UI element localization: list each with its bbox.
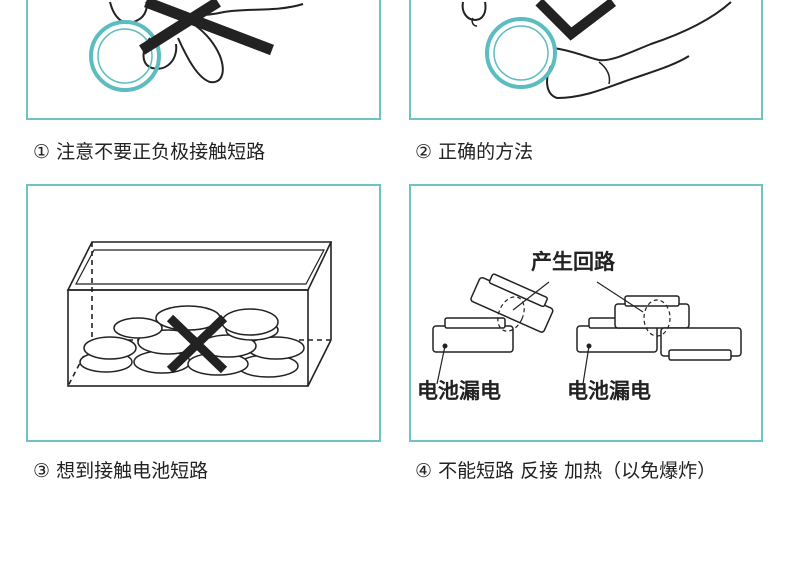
- caption-3: ③ 想到接触电池短路: [33, 460, 209, 482]
- leakage-label-right: 电池漏电: [567, 379, 651, 403]
- leakage-label-left: 电池漏电: [417, 379, 501, 403]
- battery-leakage-diagram: 产生回路 电池漏电 电池: [417, 250, 742, 403]
- check-mark-icon: [535, 0, 617, 41]
- x-mark-icon: [166, 314, 228, 374]
- caption-4: ④ 不能短路 反接 加热（以免爆炸）: [415, 460, 717, 482]
- caption-2: ② 正确的方法: [415, 141, 534, 163]
- battery-cell-right-top: [614, 303, 690, 329]
- panel-battery-leakage: 产生回路 电池漏电 电池: [409, 184, 763, 442]
- box-of-coin-cells-illustration: [66, 241, 333, 387]
- caption-1: ① 注意不要正负极接触短路: [33, 141, 266, 163]
- coin-cell: [89, 20, 161, 92]
- hand-holding-coin-cell-illustration: [89, 0, 304, 92]
- panel-short-circuit-warning: [26, 0, 381, 120]
- x-mark-icon: [139, 0, 274, 56]
- panel-cells-in-box: [26, 184, 381, 442]
- coin-cell-pile: [79, 305, 305, 378]
- fingers-holding-coin-cell-illustration: [461, 0, 732, 100]
- panel-correct-method: [409, 0, 763, 120]
- coin-cell: [485, 17, 557, 89]
- circuit-label: 产生回路: [531, 250, 616, 274]
